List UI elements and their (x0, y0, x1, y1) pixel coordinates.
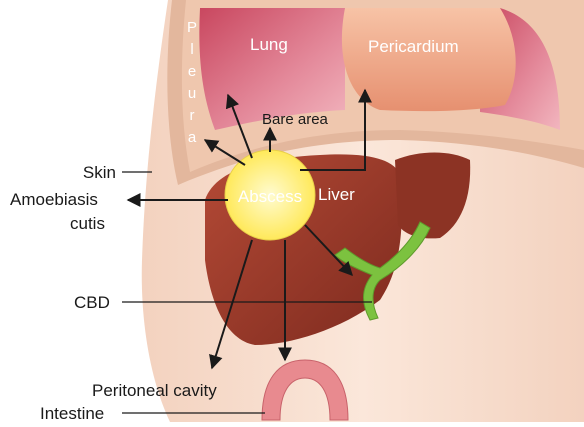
pleura-letter-1: P (187, 19, 197, 36)
lung-label: Lung (250, 35, 288, 54)
peritoneal-cavity-label: Peritoneal cavity (92, 381, 217, 400)
pleura-letter-2: l (190, 41, 193, 58)
amoebiasis-label-line2: cutis (70, 214, 105, 233)
pericardium-label: Pericardium (368, 37, 459, 56)
intestine-label: Intestine (40, 404, 104, 422)
abscess-label: Abscess (238, 187, 302, 206)
pleura-letter-5: r (190, 107, 195, 124)
skin-label: Skin (83, 163, 116, 182)
amoebiasis-label-line1: Amoebiasis (10, 190, 98, 209)
bare-area-label: Bare area (262, 111, 329, 128)
pleura-letter-4: u (188, 85, 196, 102)
pleura-letter-6: a (188, 129, 197, 146)
cbd-label: CBD (74, 293, 110, 312)
pleura-letter-3: e (188, 63, 196, 80)
liver-label: Liver (318, 185, 355, 204)
pericardium-shape (342, 8, 516, 111)
